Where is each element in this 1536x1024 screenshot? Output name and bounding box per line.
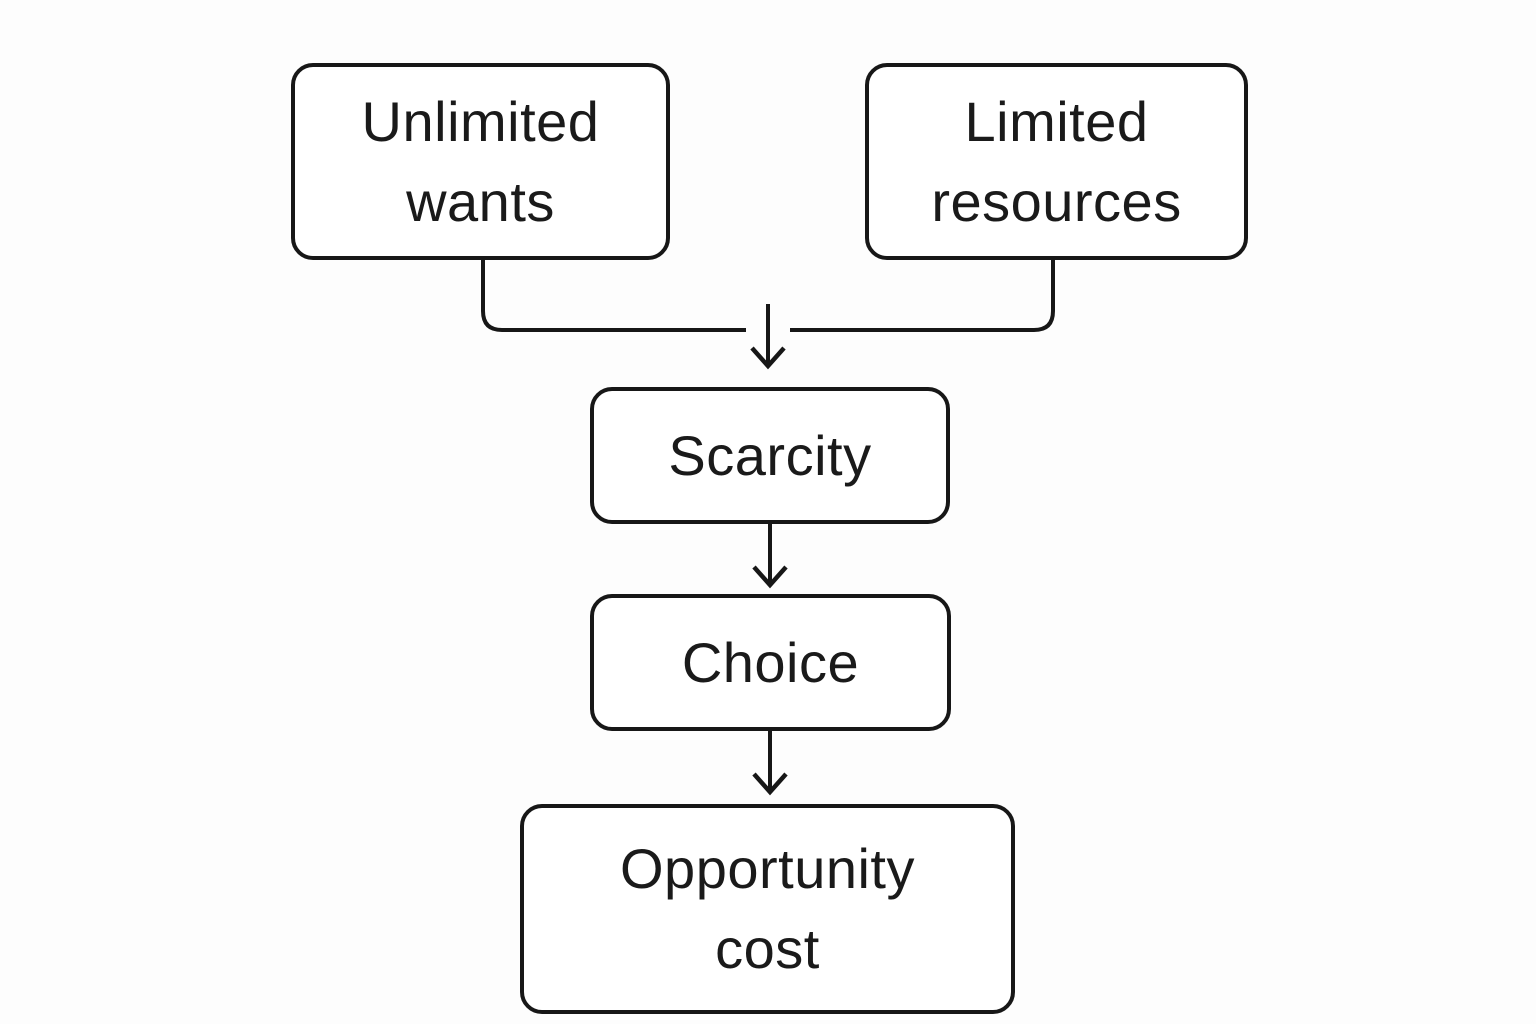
connector-limited-resources-elbow — [790, 260, 1055, 332]
arrow-head — [752, 565, 788, 589]
node-scarcity: Scarcity — [590, 387, 950, 524]
node-label-line: Choice — [681, 630, 860, 694]
connector-unlimited-wants-elbow — [481, 260, 746, 332]
node-limited-resources: Limited resources — [865, 63, 1248, 260]
node-label-line: Opportunity — [620, 837, 915, 900]
arrow-head — [750, 346, 786, 370]
node-label-line: Unlimited — [361, 89, 600, 153]
node-label-line: cost — [715, 917, 820, 980]
node-label-line: resources — [931, 169, 1182, 233]
node-unlimited-wants: Unlimited wants — [291, 63, 670, 260]
node-label-line: Limited — [964, 89, 1149, 153]
node-label-line: wants — [406, 169, 555, 233]
node-opportunity-cost: Opportunity cost — [520, 804, 1015, 1014]
arrow-merge-to-scarcity — [750, 304, 786, 370]
node-choice: Choice — [590, 594, 951, 731]
arrow-head — [752, 772, 788, 796]
arrow-scarcity-to-choice — [752, 524, 788, 589]
arrow-choice-to-opportunity-cost — [752, 731, 788, 796]
node-label-line: Scarcity — [668, 423, 872, 487]
